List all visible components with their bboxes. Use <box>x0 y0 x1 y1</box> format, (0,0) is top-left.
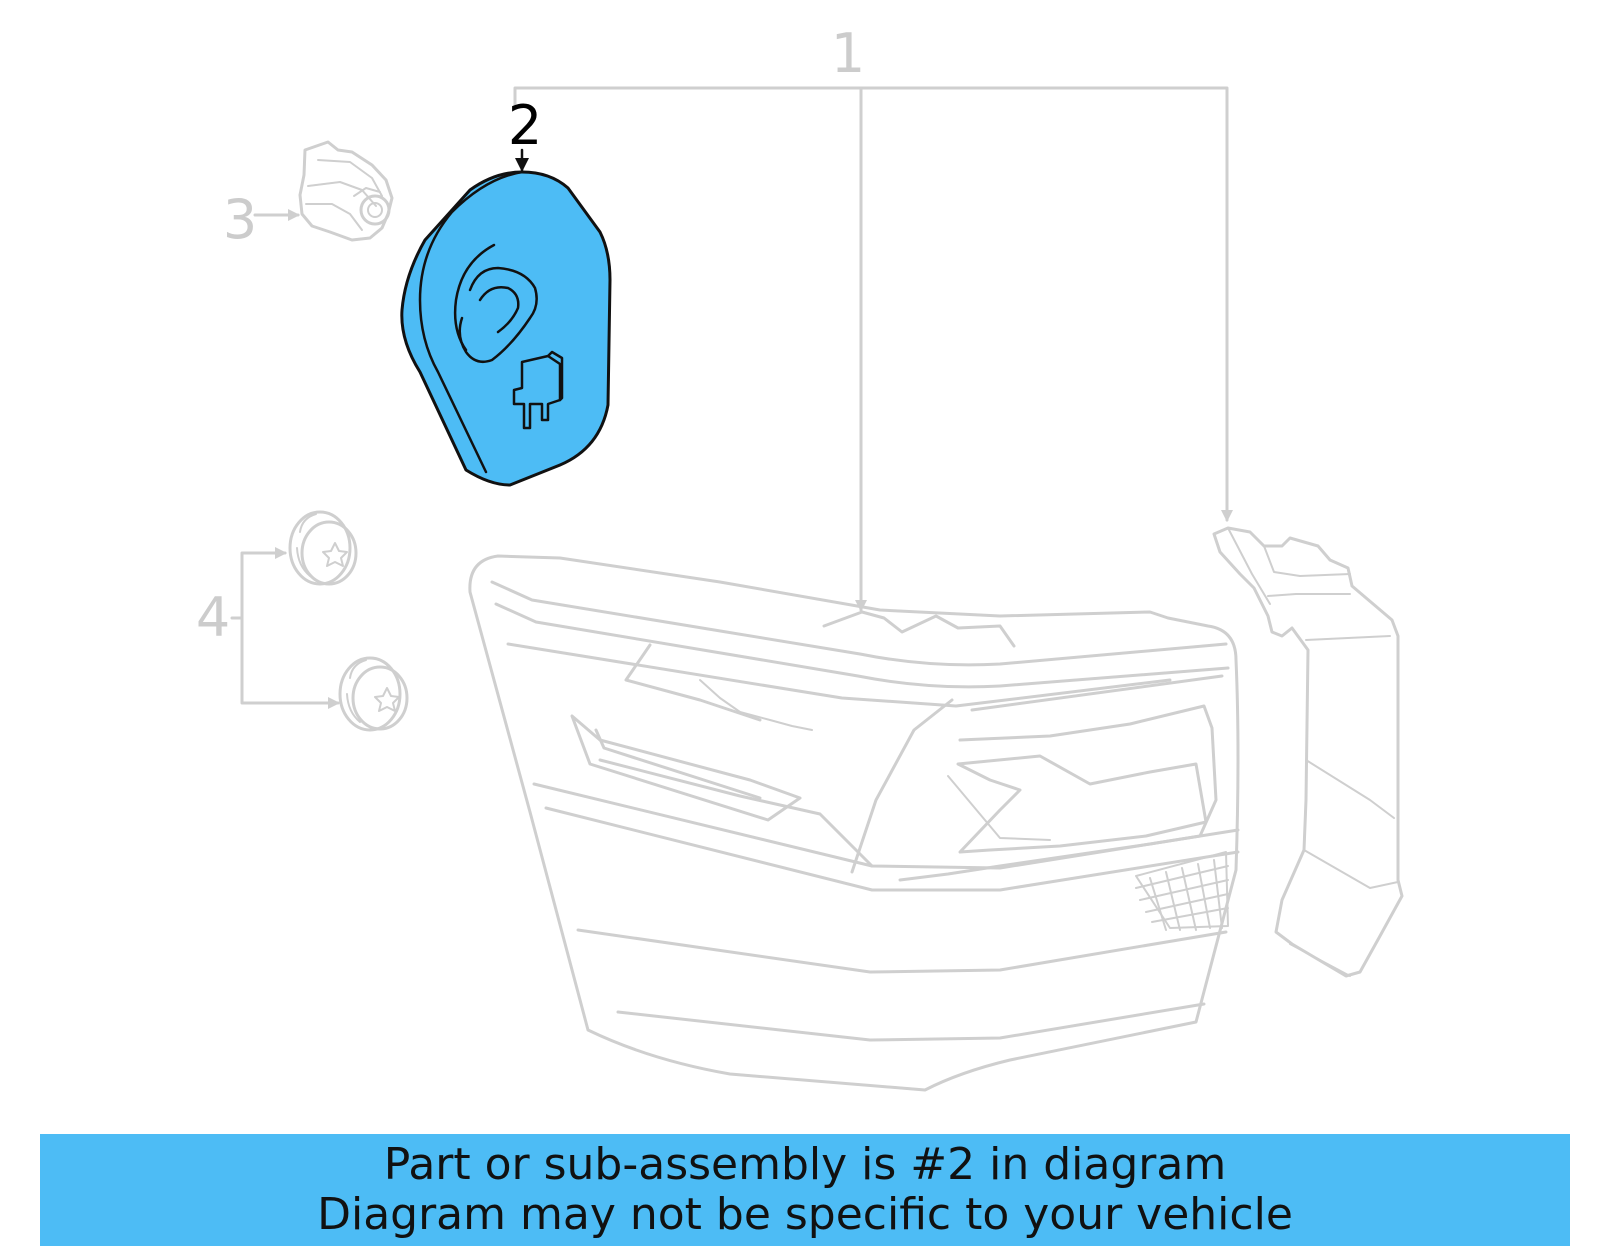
bulb-socket-part <box>298 140 394 242</box>
callout-1-group: 1 <box>513 22 1233 612</box>
info-banner: Part or sub-assembly is #2 in diagram Di… <box>40 1134 1570 1246</box>
cover-body <box>400 170 612 487</box>
fastener-lower-part <box>338 656 409 732</box>
fastener-upper-part <box>288 510 358 586</box>
callout-4: 4 <box>196 586 230 649</box>
callout-4-leader-lower <box>240 616 340 709</box>
cover-part-highlighted <box>400 170 612 487</box>
callout-1-leader <box>513 86 1233 522</box>
callout-3-group: 3 <box>223 188 300 251</box>
side-bracket-part <box>1212 526 1404 978</box>
callout-4-leader <box>230 547 287 620</box>
callout-3: 3 <box>223 188 257 251</box>
banner-line-2: Diagram may not be specific to your vehi… <box>317 1189 1293 1240</box>
callout-1: 1 <box>831 22 865 85</box>
callout-4-group: 4 <box>196 547 340 709</box>
tail-lamp-assembly-part <box>468 554 1240 1092</box>
banner-line-1: Part or sub-assembly is #2 in diagram <box>383 1139 1227 1190</box>
callout-2: 2 <box>508 94 542 157</box>
callout-2-group: 2 <box>508 94 542 172</box>
